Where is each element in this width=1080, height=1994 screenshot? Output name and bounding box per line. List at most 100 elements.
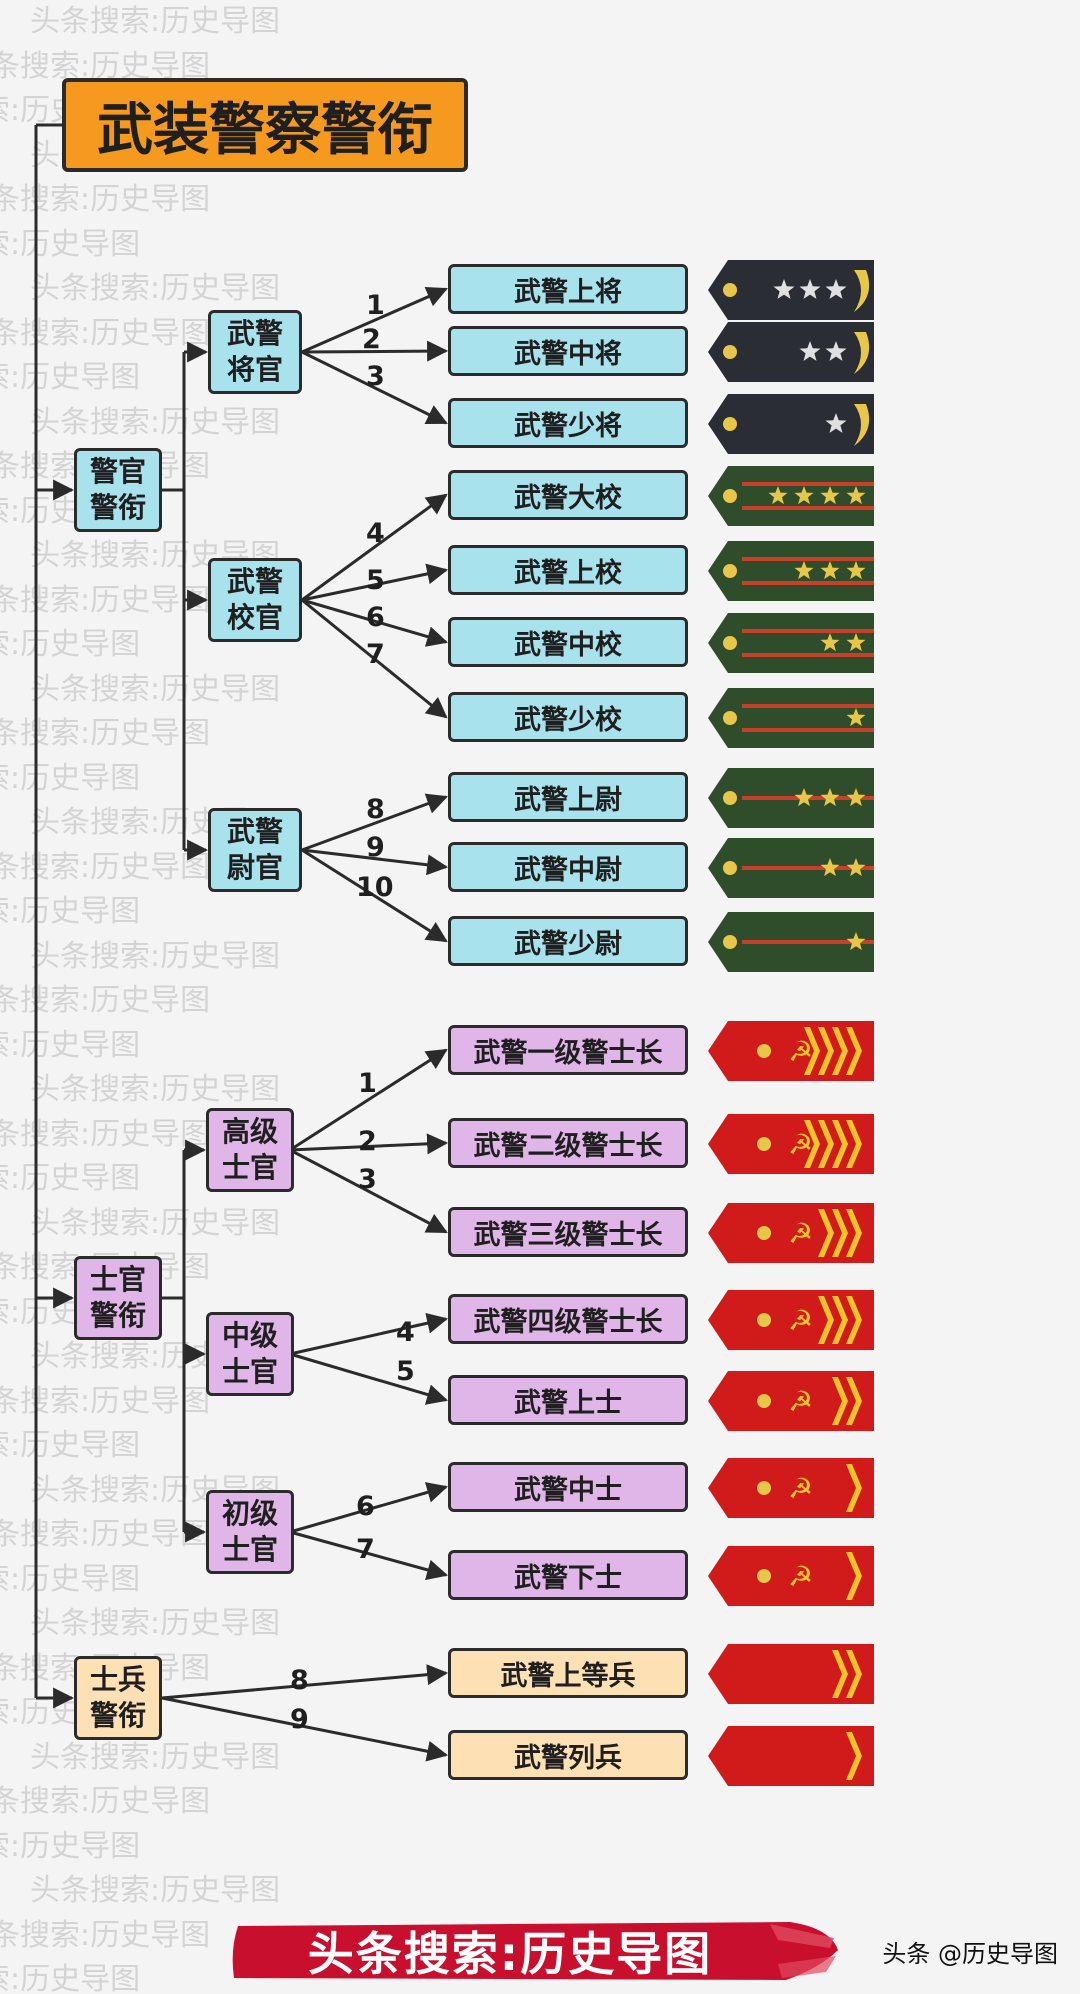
rank-number: 7: [356, 1534, 375, 1565]
rank-number: 2: [362, 324, 381, 355]
chevron-icon: [818, 1209, 834, 1257]
insignia-icon: [708, 768, 874, 828]
subgroup-junior-nco: 初级 士官: [206, 1490, 294, 1574]
chevron-icon: [846, 1732, 862, 1780]
emblem-icon: ☭: [788, 1217, 813, 1250]
stripe-icon: [742, 653, 874, 657]
insignia-icon: ☭: [708, 1371, 874, 1431]
rank-box: 武警三级警士长: [448, 1207, 688, 1257]
star-icon: [794, 486, 814, 505]
laurel-icon: [854, 270, 870, 312]
star-icon: [820, 561, 840, 580]
button-icon: [723, 564, 737, 578]
footer-credit[interactable]: 头条 @历史导图: [882, 1940, 1058, 1968]
rank-box: 武警下士: [448, 1550, 688, 1600]
rank-box: 武警上校: [448, 545, 688, 595]
rank-arrow: [289, 1048, 448, 1152]
group-officer-label: 警官 警衔: [89, 455, 146, 524]
star-icon: [846, 633, 866, 652]
insignia-icon: [708, 838, 874, 898]
insignia-body: [708, 260, 874, 320]
chevron-icon: [846, 1464, 862, 1512]
button-icon: [723, 636, 737, 650]
rank-arrow: [301, 848, 449, 876]
subgroup-senior-nco: 高级 士官: [206, 1108, 294, 1192]
chevron-icon: [846, 1027, 862, 1075]
rank-box: 武警中士: [448, 1462, 688, 1512]
rank-arrow: [161, 1664, 449, 1700]
insignia-icon: ☭: [708, 1458, 874, 1518]
star-icon: [799, 341, 821, 361]
laurel-icon: [854, 332, 870, 374]
rank-arrow: [301, 793, 448, 852]
chevron-icon: [832, 1209, 848, 1257]
star-icon: [768, 486, 788, 505]
button-icon: [757, 1137, 771, 1151]
button-icon: [757, 1313, 771, 1327]
rank-arrow: [301, 286, 448, 354]
insignia-icon: ☭: [708, 1114, 874, 1174]
chevron-icon: [832, 1027, 848, 1075]
rank-box: 武警四级警士长: [448, 1294, 688, 1344]
rank-arrow: [289, 1482, 449, 1534]
star-icon: [820, 788, 840, 807]
stripe-icon: [742, 557, 874, 561]
insignia-body: [708, 1644, 874, 1704]
insignia-icon: [708, 1644, 874, 1704]
group-soldier-label: 士兵 警衔: [89, 1663, 146, 1732]
rank-arrow: [301, 598, 449, 647]
insignia-body: [708, 1371, 874, 1431]
rank-box: 武警中将: [448, 326, 688, 376]
chevron-icon: [846, 1552, 862, 1600]
rank-number: 1: [358, 1068, 377, 1099]
group-soldier: 士兵 警衔: [74, 1656, 162, 1740]
rank-arrow: [289, 1530, 449, 1581]
subgroup-field-label: 武警 校官: [226, 565, 283, 634]
star-icon: [820, 633, 840, 652]
rank-number: 1: [366, 290, 385, 321]
footer-banner: [232, 1922, 838, 1980]
insignia-body: [708, 1546, 874, 1606]
subgroup-general: 武警 将官: [208, 310, 302, 394]
insignia-icon: ☭: [708, 1290, 874, 1350]
insignia-icon: ☭: [708, 1203, 874, 1263]
rank-number: 6: [366, 602, 385, 633]
subgroup-junior-nco-label: 初级 士官: [221, 1497, 278, 1566]
insignia-icon: [708, 1726, 874, 1786]
emblem-icon: ☭: [788, 1304, 813, 1337]
insignia-body: [708, 1021, 874, 1081]
rank-arrow: [301, 350, 448, 425]
button-icon: [723, 861, 737, 875]
insignia-body: [708, 394, 874, 454]
rank-box: 武警一级警士长: [448, 1025, 688, 1075]
rank-arrow: [301, 340, 449, 362]
star-icon: [825, 279, 847, 299]
stripe-icon: [742, 482, 874, 486]
rank-number: 5: [366, 565, 385, 596]
rank-number: 7: [366, 639, 385, 670]
rank-number: 3: [366, 361, 385, 392]
rank-box: 武警二级警士长: [448, 1118, 688, 1168]
subgroup-company-label: 武警 尉官: [226, 815, 283, 884]
star-icon: [799, 279, 821, 299]
chevron-icon: [846, 1120, 862, 1168]
chevron-icon: [846, 1377, 862, 1425]
rank-arrow: [289, 1352, 449, 1405]
star-icon: [846, 932, 866, 951]
group-nco: 士官 警衔: [74, 1256, 162, 1340]
stripe-icon: [742, 629, 874, 633]
group-nco-label: 士官 警衔: [89, 1263, 146, 1332]
button-icon: [723, 283, 737, 297]
rank-arrow: [301, 598, 448, 719]
star-icon: [825, 413, 847, 433]
chevron-icon: [832, 1650, 848, 1698]
insignia-body: [708, 1726, 874, 1786]
rank-box: 武警上将: [448, 264, 688, 314]
star-icon: [846, 486, 866, 505]
stripe-icon: [742, 704, 874, 708]
insignia-icon: ☭: [708, 1021, 874, 1081]
insignia-body: [708, 466, 874, 526]
star-icon: [846, 561, 866, 580]
rank-arrow: [289, 1312, 449, 1356]
